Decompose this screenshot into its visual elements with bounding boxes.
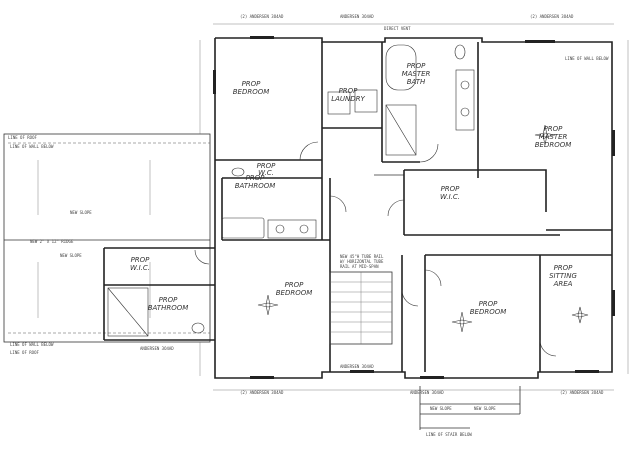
exterior-walls: [199, 23, 629, 391]
note-new-ridge: NEW 2" X 12" RIDGE: [30, 239, 74, 244]
note-tube-rail-3: RAIL AT MID-SPAN: [340, 264, 379, 269]
note-andersen-2: ANDERSEN 3O4AD: [340, 14, 374, 19]
note-tube-rail-2: W/ HORIZONTAL TUBE: [340, 259, 384, 264]
note-line-of-wall-bottom: LINE OF WALL BELOW: [10, 342, 54, 347]
note-andersen-3: (2) ANDERSEN 3O4AD: [530, 14, 574, 19]
fixtures: [107, 36, 615, 379]
note-andersen-7: ANDERSEN 3O4AD: [140, 346, 174, 351]
note-line-of-roof-top: LINE OF ROOF: [8, 135, 37, 140]
note-andersen-4: (2) ANDERSEN 3O4AD: [240, 390, 284, 395]
note-new-slope-bottom-1: NEW SLOPE: [430, 406, 452, 411]
note-direct-vent: DIRECT VENT: [384, 26, 411, 31]
note-andersen-6: ANDERSEN 3O4AD: [410, 390, 444, 395]
note-tube-rail: NEW 45"H TUBE RAIL: [340, 254, 384, 259]
note-line-of-wall-right: LINE OF WALL BELOW: [565, 56, 609, 61]
note-line-of-wall-top: LINE OF WALL BELOW: [10, 144, 54, 149]
note-andersen-1: (2) ANDERSEN 3O4AD: [240, 14, 284, 19]
interior-walls: [103, 42, 612, 372]
note-new-slope-1: NEW SLOPE: [70, 210, 92, 215]
note-andersen-5: ANDERSEN 3O4AD: [340, 364, 374, 369]
stair-treads: [330, 272, 392, 344]
note-new-slope-bottom-2: NEW SLOPE: [474, 406, 496, 411]
note-line-of-roof-bottom: LINE OF ROOF: [10, 350, 39, 355]
left-wing-outline: [3, 133, 211, 343]
note-new-slope-2: NEW SLOPE: [60, 253, 82, 258]
plan-notes: LINE OF ROOF LINE OF WALL BELOW LINE OF …: [8, 14, 609, 437]
note-andersen-8: (2) ANDERSEN 3O4AD: [560, 390, 604, 395]
note-line-of-stair: LINE OF STAIR BELOW: [426, 432, 472, 437]
